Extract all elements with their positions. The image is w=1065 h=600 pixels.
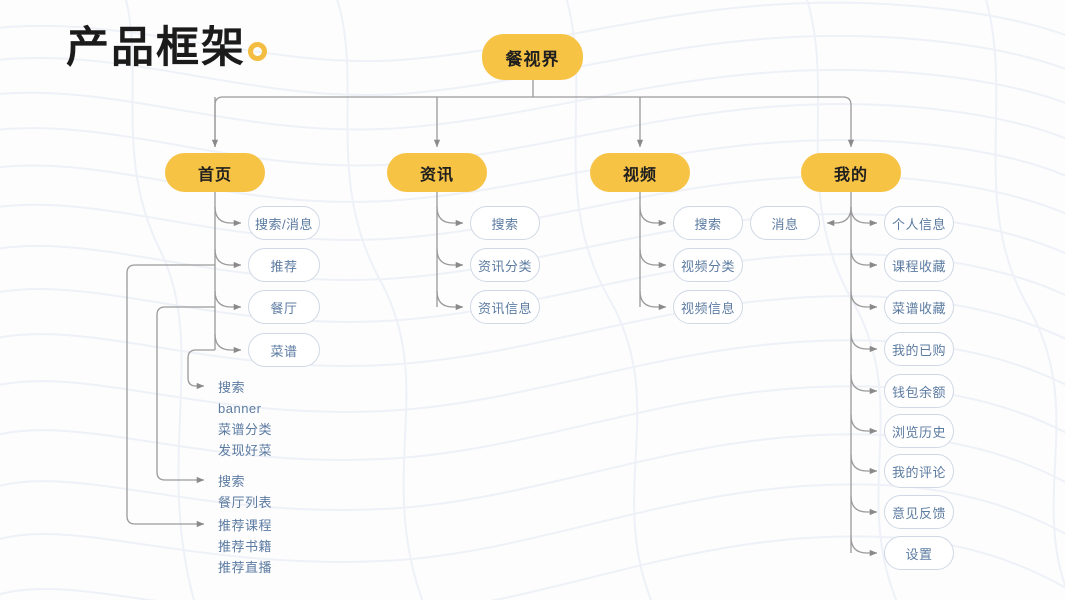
node-leaf-label: 搜索 [491, 216, 519, 232]
node-leaf-video-2[interactable]: 视频信息 [673, 290, 743, 324]
node-leaf-label: 菜谱收藏 [891, 300, 946, 316]
node-branch-mine-label: 我的 [833, 166, 868, 184]
node-leaf-label: 浏览历史 [891, 424, 946, 440]
node-leaf-label: 课程收藏 [891, 258, 946, 274]
node-leaf-mine-1[interactable]: 课程收藏 [884, 248, 954, 282]
text-item-home-g0-2: 菜谱分类 [218, 422, 273, 437]
node-leaf-home-0[interactable]: 搜索/消息 [248, 206, 320, 240]
node-leaf-news-1[interactable]: 资讯分类 [470, 248, 540, 282]
node-leaf-label: 推荐 [270, 258, 298, 274]
node-leaf-label: 菜谱 [270, 343, 298, 359]
text-item-home-g1-1: 餐厅列表 [218, 495, 273, 510]
node-leaf-label: 设置 [905, 546, 933, 562]
node-leaf-mine-3[interactable]: 我的已购 [884, 332, 954, 366]
node-leaf-label: 个人信息 [891, 216, 946, 232]
node-leaf-label: 资讯信息 [477, 300, 532, 316]
node-leaf-label: 钱包余额 [891, 384, 946, 400]
node-branch-news[interactable]: 资讯 [387, 153, 487, 192]
node-branch-home[interactable]: 首页 [165, 153, 265, 192]
node-branch-news-label: 资讯 [419, 166, 454, 184]
node-leaf-mine-0[interactable]: 个人信息 [884, 206, 954, 240]
node-leaf-home-1[interactable]: 推荐 [248, 248, 320, 282]
node-leaf-label: 资讯分类 [477, 258, 532, 274]
node-root-label: 餐视界 [505, 49, 560, 69]
node-leaf-mine-6[interactable]: 我的评论 [884, 454, 954, 488]
node-branch-mine[interactable]: 我的 [801, 153, 901, 192]
node-leaf-mine-2[interactable]: 菜谱收藏 [884, 290, 954, 324]
node-leaf-video-1[interactable]: 视频分类 [673, 248, 743, 282]
node-leaf-label: 搜索/消息 [254, 216, 314, 232]
node-leaf-label: 视频信息 [680, 300, 735, 316]
ring-circle-icon [248, 42, 267, 61]
node-leaf-home-3[interactable]: 菜谱 [248, 333, 320, 367]
node-leaf-label: 消息 [771, 216, 799, 232]
node-branch-home-label: 首页 [197, 166, 232, 184]
node-leaf-mine-4[interactable]: 钱包余额 [884, 374, 954, 408]
node-leaf-label: 餐厅 [270, 300, 298, 316]
node-leaf-mine-5[interactable]: 浏览历史 [884, 414, 954, 448]
node-leaf-mine-7[interactable]: 意见反馈 [884, 495, 954, 529]
text-item-home-g0-0: 搜索 [218, 380, 246, 395]
text-item-home-g2-1: 推荐书籍 [218, 539, 273, 554]
node-leaf-messages[interactable]: 消息 [750, 206, 820, 240]
node-leaf-home-2[interactable]: 餐厅 [248, 290, 320, 324]
node-leaf-mine-8[interactable]: 设置 [884, 536, 954, 570]
text-item-home-g1-0: 搜索 [218, 474, 246, 489]
node-leaf-news-2[interactable]: 资讯信息 [470, 290, 540, 324]
text-item-home-g0-1: banner [218, 401, 262, 416]
text-item-home-g2-0: 推荐课程 [218, 518, 273, 533]
node-leaf-label: 我的已购 [891, 342, 946, 358]
text-item-home-g0-3: 发现好菜 [218, 443, 273, 458]
node-leaf-label: 我的评论 [891, 464, 946, 480]
text-item-home-g2-2: 推荐直播 [218, 560, 273, 575]
page-title: 产品框架 [66, 24, 246, 72]
node-leaf-label: 搜索 [694, 216, 722, 232]
node-leaf-news-0[interactable]: 搜索 [470, 206, 540, 240]
node-branch-video-label: 视频 [622, 166, 657, 184]
node-leaf-label: 视频分类 [680, 258, 735, 274]
node-leaf-video-0[interactable]: 搜索 [673, 206, 743, 240]
node-root[interactable]: 餐视界 [482, 34, 583, 80]
node-leaf-label: 意见反馈 [891, 505, 946, 521]
node-branch-video[interactable]: 视频 [590, 153, 690, 192]
